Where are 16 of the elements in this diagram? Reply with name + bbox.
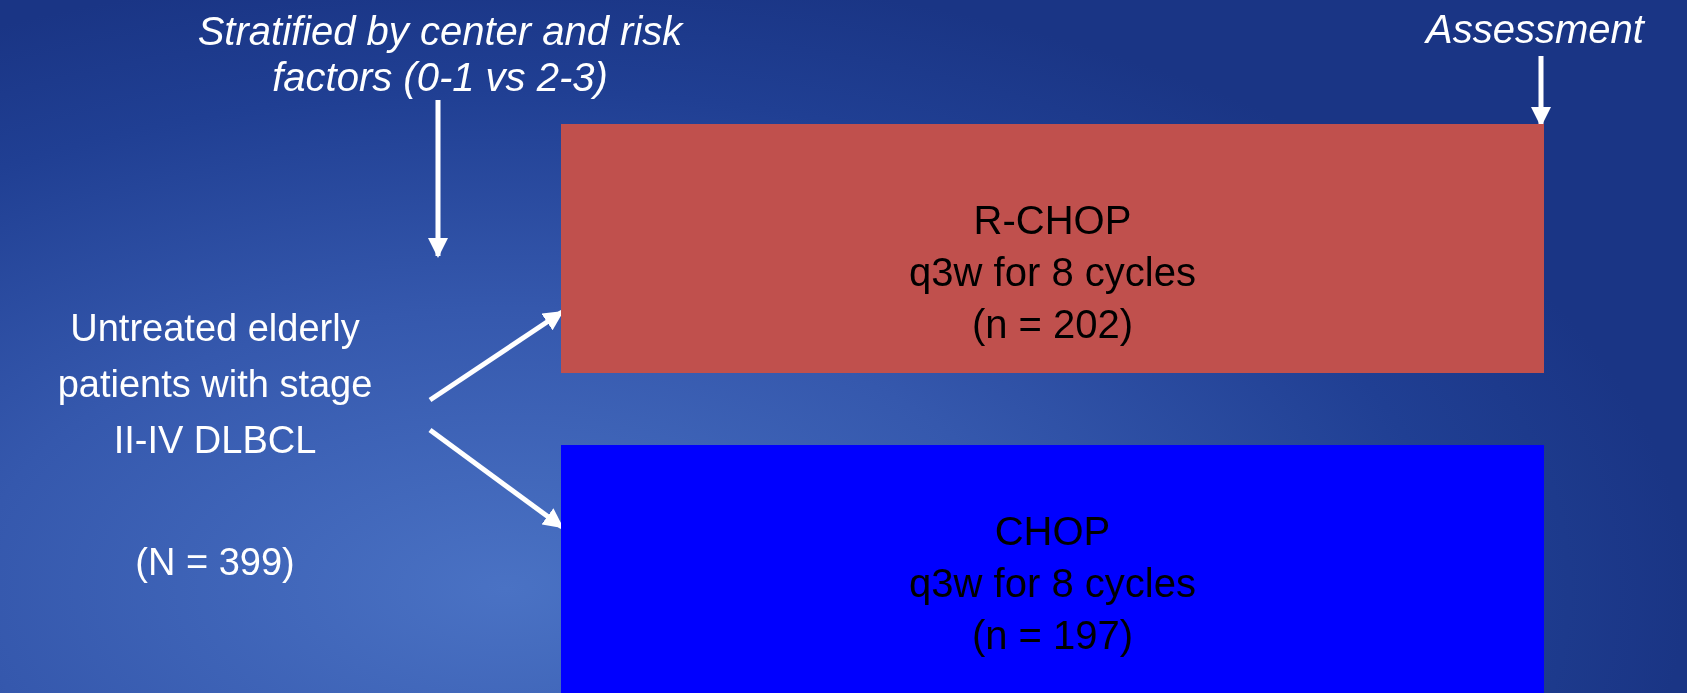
arm-name: R-CHOP: [972, 197, 1133, 244]
arrow: [428, 309, 564, 403]
arm-detail: (n = 197): [970, 612, 1135, 659]
population-text: Untreated elderly patients with stage II-IV DLBCL: [56, 306, 374, 463]
arm-detail: (n = 202): [970, 301, 1135, 348]
arm-detail: q3w for 8 cycles: [908, 560, 1197, 607]
sample-size: (N = 399): [134, 540, 296, 585]
arrow: [428, 428, 564, 529]
arm-name: CHOP: [993, 508, 1112, 555]
treatment-arm-box: [561, 445, 1544, 693]
treatment-arm-box: [561, 124, 1544, 373]
arrow: [428, 100, 448, 258]
arrow: [1531, 56, 1551, 127]
arm-detail: q3w for 8 cycles: [908, 249, 1197, 296]
annotation-text: Assessment: [1423, 6, 1646, 52]
annotation-text: Stratified by center and risk factors (0-1 vs 2-3): [196, 8, 685, 100]
